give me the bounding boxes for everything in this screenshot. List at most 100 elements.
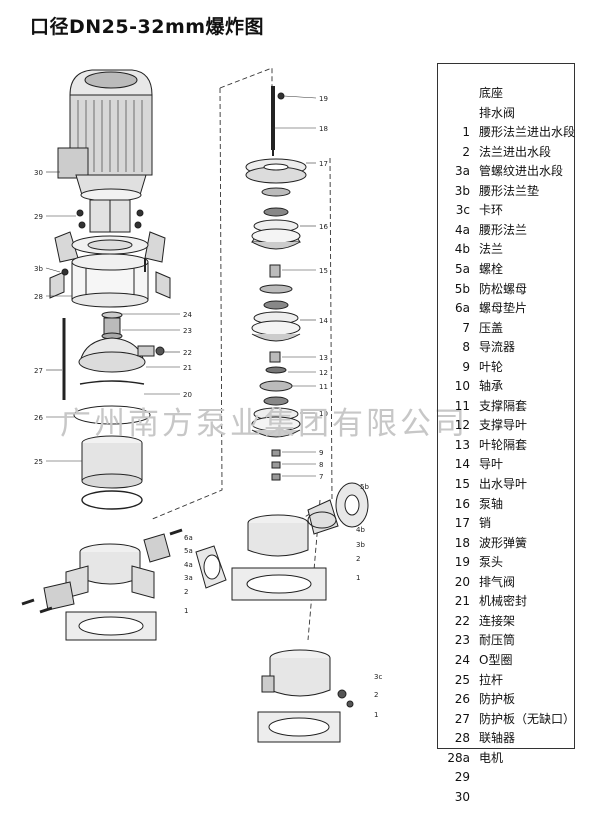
part-name: 轴承	[479, 379, 504, 394]
part-name: 叶轮隔套	[479, 437, 528, 452]
part-name: 机械密封	[479, 594, 528, 609]
part-name: 压盖	[479, 320, 504, 335]
part-name: 拉杆	[479, 672, 504, 687]
o-ring-upper	[79, 380, 145, 385]
part-number: 3a	[455, 164, 470, 179]
callout-label: 3b	[34, 265, 43, 273]
part-name: 波形弹簧	[479, 535, 528, 550]
callout-leaders	[45, 95, 317, 477]
part-number: 14	[454, 457, 470, 472]
part-name: 排水阀	[479, 105, 516, 120]
assembly-guide-lines	[149, 67, 333, 641]
part-number: 4b	[454, 242, 470, 257]
part-number: 2	[462, 144, 470, 159]
callout-labels: 30 29 3b 28 27 26 25 24 23 22 21 20 19 1…	[34, 95, 382, 719]
part-name: 法兰进出水段	[479, 144, 552, 159]
pump-shaft	[271, 86, 285, 156]
part-number: 3b	[454, 183, 470, 198]
legend-row: 21 机械密封	[437, 591, 597, 611]
part-name: 泵头	[479, 555, 504, 570]
part-name: 螺母垫片	[479, 301, 528, 316]
legend-row: 14 导叶	[437, 454, 597, 474]
part-number: 7	[462, 320, 470, 335]
watermark-text: 广州南方泵业集团有限公司	[60, 406, 468, 442]
part-number: 6a	[455, 301, 470, 316]
legend-row: 4a 腰形法兰	[437, 220, 597, 240]
pump-head	[78, 337, 165, 373]
callout-label: 7	[319, 473, 323, 481]
part-number: 19	[454, 555, 470, 570]
part-number: 28a	[447, 750, 470, 765]
callout-label: 29	[34, 213, 43, 221]
legend-row: 4b 法兰	[437, 239, 597, 259]
part-name: 防护板（无缺口）	[479, 711, 576, 726]
part-number: 16	[454, 496, 470, 511]
callout-label: 24	[183, 311, 192, 319]
part-number: 26	[454, 692, 470, 707]
callout-label: 21	[183, 364, 192, 372]
part-name: 导叶	[479, 457, 504, 472]
callout-label: 18	[319, 125, 328, 133]
callout-label: 4a	[184, 561, 193, 569]
callout-label: 11	[319, 383, 328, 391]
chamber-top	[245, 158, 307, 184]
part-name: 排气阀	[479, 574, 516, 589]
part-name: 卡环	[479, 203, 504, 218]
legend-row: 20 排气阀	[437, 572, 597, 592]
legend-row: 30	[437, 787, 597, 807]
part-number: 21	[454, 594, 470, 609]
part-number: 10	[454, 379, 470, 394]
part-number: 24	[454, 652, 470, 667]
callout-label: 3c	[374, 673, 382, 681]
part-number: 25	[454, 672, 470, 687]
callout-label: 12	[319, 369, 328, 377]
mechanical-seal	[101, 311, 123, 340]
callout-label: 2	[356, 555, 360, 563]
part-name: 底座	[479, 86, 504, 100]
part-name: 出水导叶	[479, 477, 528, 491]
part-name: 联轴器	[479, 731, 516, 746]
part-name: 法兰	[479, 242, 504, 257]
part-name: 腰形法兰	[479, 222, 528, 237]
callout-label: 25	[34, 458, 43, 466]
legend-row: 排水阀	[437, 103, 597, 123]
callout-label: 6a	[184, 534, 193, 542]
part-name: 螺栓	[479, 261, 504, 276]
legend-row: 13 叶轮隔套	[437, 435, 597, 455]
legend-row: 7 压盖	[437, 318, 597, 338]
callout-label: 3b	[356, 541, 365, 549]
part-number: 30	[454, 789, 470, 804]
part-number: 20	[454, 574, 470, 589]
part-number: 27	[454, 711, 470, 726]
coupling	[76, 199, 144, 233]
part-number: 13	[454, 437, 470, 452]
part-name: 耐压筒	[479, 633, 516, 648]
callout-label: 28	[34, 293, 43, 301]
part-name: 支撑导叶	[479, 418, 528, 433]
base-assembly-threaded	[257, 649, 354, 743]
legend-row: 19 泵头	[437, 552, 597, 572]
part-name: 防护板	[479, 692, 516, 707]
part-number: 29	[454, 770, 470, 785]
callout-label: 8	[319, 461, 323, 469]
part-number: 8	[462, 340, 470, 355]
callout-label: 2	[374, 691, 378, 699]
impeller-stack-upper	[251, 187, 301, 250]
callout-label: 1	[356, 574, 360, 582]
callout-label: 1	[184, 607, 188, 615]
callout-label: 3a	[184, 574, 193, 582]
part-number: 4a	[455, 222, 470, 237]
legend-row: 底座	[437, 83, 597, 103]
part-name: 泵轴	[479, 496, 504, 511]
part-number: 22	[454, 613, 470, 628]
callout-label: 13	[319, 354, 328, 362]
